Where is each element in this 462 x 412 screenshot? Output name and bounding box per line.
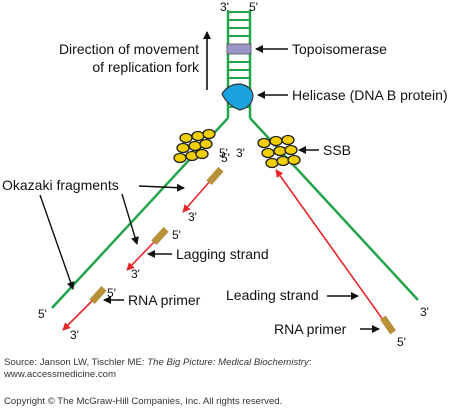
okazaki-primer-1 <box>206 166 224 186</box>
okazaki-3-three: 3' <box>70 328 79 342</box>
okazaki-fragment-3 <box>62 298 95 331</box>
source-prefix: Source: Janson LW, Tischler ME: <box>4 357 148 368</box>
lagging-template-bottom-end: 5' <box>38 307 47 321</box>
okazaki-primer-3 <box>89 285 107 305</box>
ssb-cluster-left <box>173 128 216 164</box>
fork-top-right-end: 5' <box>249 0 258 14</box>
leading-primer-five: 5' <box>397 335 406 349</box>
leading-template-bottom-end: 3' <box>420 305 429 319</box>
fork-right-3-end: 3' <box>236 146 245 160</box>
direction-label-line2: of replication fork <box>92 59 200 75</box>
rna-primer-right-label: RNA primer <box>274 321 347 337</box>
okazaki-fragment-1 <box>182 179 212 213</box>
lagging-strand-label: Lagging strand <box>176 246 269 262</box>
leading-strand-new <box>275 169 387 325</box>
leading-rna-primer <box>379 315 397 335</box>
topoisomerase-block <box>226 43 252 55</box>
copyright-notice: Copyright © The McGraw-Hill Companies, I… <box>4 396 283 407</box>
okazaki-2-five: 5' <box>172 228 181 242</box>
okazaki-2-three: 3' <box>131 267 140 281</box>
source-title: The Big Picture: Medical Biochemistry <box>147 357 309 368</box>
okazaki-3-five: 5' <box>107 286 116 300</box>
helicase-label: Helicase (DNA B protein) <box>292 87 448 103</box>
okazaki-pointer-1 <box>138 183 185 192</box>
replication-fork-diagram: 3' 5' 5' 3' 5' 3' 5' 3' 5' 3' 5' 3' 5' D… <box>2 0 448 349</box>
rna-primer-left-label: RNA primer <box>128 292 201 308</box>
source-url[interactable]: www.accessmedicine.com <box>4 369 116 380</box>
fork-left-5-end: 5' <box>219 146 228 160</box>
okazaki-primer-2 <box>151 226 169 246</box>
source-suffix: : <box>308 357 312 368</box>
source-citation: Source: Janson LW, Tischler ME: The Big … <box>4 357 458 381</box>
okazaki-pointer-3 <box>39 194 75 290</box>
fork-top-left-end: 3' <box>220 0 229 14</box>
ssb-label: SSB <box>323 142 351 158</box>
leading-strand-label: Leading strand <box>226 287 319 303</box>
okazaki-label: Okazaki fragments <box>2 177 119 193</box>
helicase-shape <box>221 83 254 111</box>
topoisomerase-label: Topoisomerase <box>292 41 387 57</box>
okazaki-pointer-2 <box>121 193 139 245</box>
okazaki-fragment-2 <box>126 239 157 271</box>
okazaki-1-five: 5' <box>221 151 230 165</box>
okazaki-1-three: 3' <box>188 210 197 224</box>
ssb-cluster-right <box>257 134 301 169</box>
direction-label-line1: Direction of movement <box>59 41 199 57</box>
